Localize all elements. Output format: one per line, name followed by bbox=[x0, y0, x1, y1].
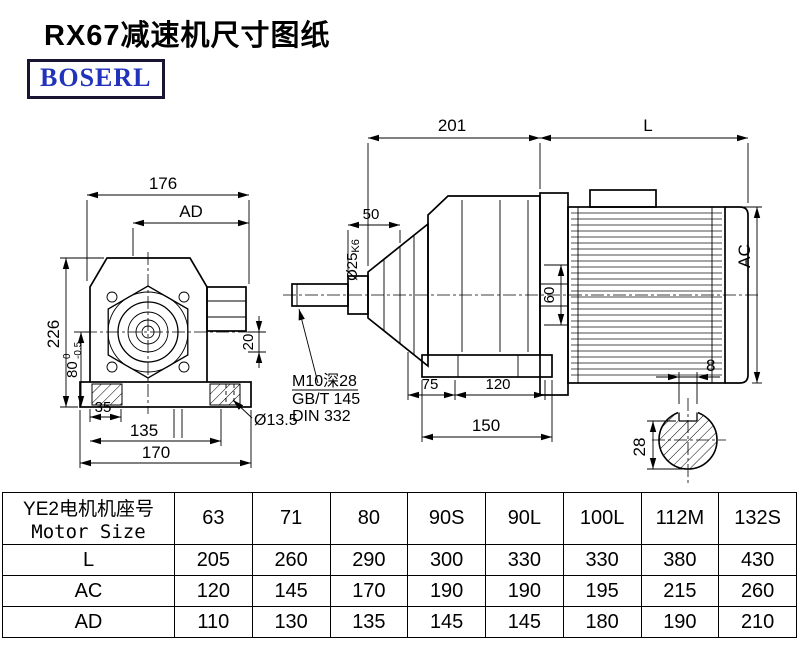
table-cell: 260 bbox=[251, 544, 331, 576]
dim-label-20: 20 bbox=[240, 334, 257, 351]
gearbox-housing bbox=[427, 195, 541, 355]
table-row-AC: AC 120 145 170 190 190 195 215 260 bbox=[2, 575, 797, 607]
page-title: RX67减速机尺寸图纸 bbox=[44, 20, 331, 52]
table-cell: 145 bbox=[251, 575, 331, 607]
header-frame-size: 80 bbox=[329, 492, 409, 545]
header-frame-size: 90L bbox=[485, 492, 564, 545]
header-frame-size: 132S bbox=[718, 492, 797, 545]
dim-label-176: 176 bbox=[149, 174, 177, 193]
dim-label-35: 35 bbox=[95, 399, 112, 416]
dim-label-226: 226 bbox=[44, 320, 63, 348]
table-cell: 190 bbox=[485, 575, 564, 607]
table-cell: 260 bbox=[718, 575, 797, 607]
dim-label-170: 170 bbox=[142, 443, 170, 462]
header-frame-size: 71 bbox=[251, 492, 331, 545]
dim-label-80: 80 0 -0.5 bbox=[62, 341, 84, 378]
dim-label-75: 75 bbox=[422, 376, 439, 393]
table-cell: 205 bbox=[174, 544, 253, 576]
bolt-hole bbox=[106, 291, 118, 303]
dim-label-L: L bbox=[643, 116, 652, 135]
dim-label-50: 50 bbox=[363, 206, 380, 223]
dim-label-foot-hole: Ø13.5 bbox=[254, 412, 298, 429]
row-label-AD: AD bbox=[2, 606, 175, 638]
header-frame-size: 90S bbox=[407, 492, 486, 545]
foot-pad-left bbox=[91, 383, 123, 406]
shaft-section-view: 8 28 bbox=[630, 356, 726, 486]
svg-text:80: 80 bbox=[64, 361, 81, 378]
tapped-hole-note-line3: DIN 332 bbox=[292, 408, 351, 425]
housing-cone bbox=[367, 222, 429, 368]
dim-label-201: 201 bbox=[438, 116, 466, 135]
table-cell: 180 bbox=[562, 606, 642, 638]
foot-pad-right bbox=[209, 383, 241, 406]
table-cell: 210 bbox=[718, 606, 797, 638]
front-view: 176 AD 226 80 0 -0.5 35 135 170 bbox=[44, 174, 298, 468]
dim-label-8: 8 bbox=[706, 356, 715, 375]
dim-label-60: 60 bbox=[541, 287, 558, 304]
table-row-L: L 205 260 290 300 330 330 380 430 bbox=[2, 544, 797, 576]
tapped-hole-note-line2: GB/T 145 bbox=[292, 391, 360, 408]
table-cell: 430 bbox=[718, 544, 797, 576]
header-motor-size: YE2电机机座号 Motor Size bbox=[2, 492, 175, 545]
dim-label-135: 135 bbox=[130, 421, 158, 440]
bolt-hole bbox=[178, 361, 190, 373]
table-cell: 130 bbox=[251, 606, 331, 638]
dim-label-shaft-dia: Ø25K6 bbox=[344, 239, 362, 281]
row-label-L: L bbox=[2, 544, 175, 576]
table-cell: 190 bbox=[407, 575, 486, 607]
table-cell: 290 bbox=[329, 544, 409, 576]
bolt-hole bbox=[106, 361, 118, 373]
brand-logo: BOSERL bbox=[27, 59, 165, 99]
table-cell: 380 bbox=[640, 544, 720, 576]
dim-label-ac: AC bbox=[735, 244, 754, 268]
table-header-row: YE2电机机座号 Motor Size 63 71 80 90S 90L 100… bbox=[2, 492, 797, 545]
table-cell: 330 bbox=[485, 544, 564, 576]
table-cell: 170 bbox=[329, 575, 409, 607]
svg-text:-0.5: -0.5 bbox=[73, 341, 84, 359]
hex-cap bbox=[107, 285, 189, 379]
header-frame-size: 100L bbox=[562, 492, 642, 545]
table-row-AD: AD 110 130 135 145 145 180 190 210 bbox=[2, 606, 797, 638]
row-label-AC: AC bbox=[2, 575, 175, 607]
header-motor-size-en: Motor Size bbox=[31, 521, 146, 543]
header-frame-size: 112M bbox=[640, 492, 720, 545]
mounting-base bbox=[421, 354, 553, 378]
table-cell: 330 bbox=[562, 544, 642, 576]
table-cell: 110 bbox=[174, 606, 253, 638]
svg-text:0: 0 bbox=[62, 353, 73, 359]
table-cell: 300 bbox=[407, 544, 486, 576]
table-cell: 145 bbox=[407, 606, 486, 638]
dim-label-ad: AD bbox=[179, 202, 203, 221]
table-cell: 215 bbox=[640, 575, 720, 607]
dim-label-120: 120 bbox=[485, 376, 510, 393]
side-view: 201 L 50 Ø25K6 60 AC M10深28 GB/T 145 DIN… bbox=[283, 116, 762, 442]
bolt-hole bbox=[178, 291, 190, 303]
tapped-hole-note-line1: M10深28 bbox=[292, 372, 357, 390]
side-flange bbox=[206, 286, 247, 332]
brand-logo-text: BOSERL bbox=[40, 63, 152, 92]
table-cell: 145 bbox=[485, 606, 564, 638]
motor-dimension-table: YE2电机机座号 Motor Size 63 71 80 90S 90L 100… bbox=[2, 492, 797, 638]
dim-label-28: 28 bbox=[630, 438, 649, 457]
motor-fins bbox=[571, 210, 722, 380]
header-motor-size-cn: YE2电机机座号 bbox=[23, 499, 154, 520]
header-frame-size: 63 bbox=[174, 492, 253, 545]
table-cell: 135 bbox=[329, 606, 409, 638]
table-cell: 190 bbox=[640, 606, 720, 638]
dim-label-150: 150 bbox=[472, 416, 500, 435]
table-cell: 195 bbox=[562, 575, 642, 607]
table-cell: 120 bbox=[174, 575, 253, 607]
terminal-box bbox=[589, 189, 657, 208]
